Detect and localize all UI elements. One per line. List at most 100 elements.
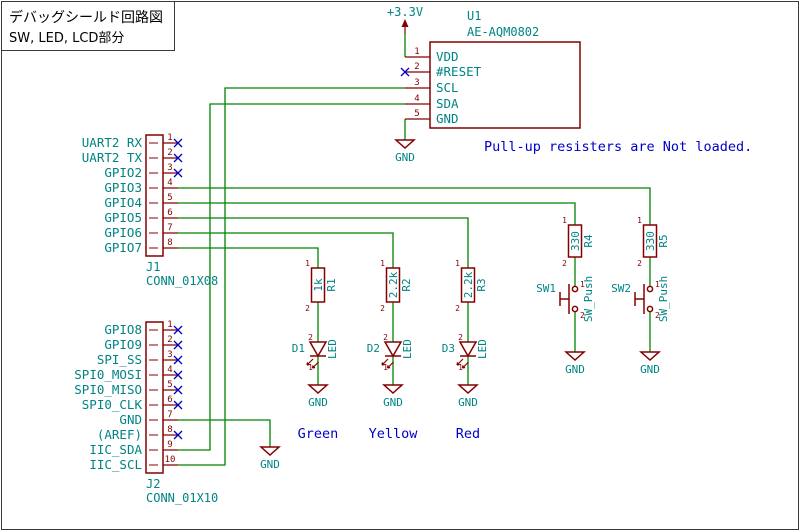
pin-number: 2 — [458, 333, 463, 342]
switch-sw2: SW2 SW_Push 1 2 — [611, 276, 670, 322]
pin-number: 7 — [167, 410, 172, 420]
wire-j2-gnd — [178, 419, 271, 447]
resistor-body — [460, 267, 476, 303]
gnd-triangle — [639, 351, 661, 362]
gnd-triangle — [382, 384, 404, 395]
pin-number: 1 — [305, 259, 310, 268]
pin-number: 1 — [383, 363, 388, 372]
resistor-value: 330 — [569, 231, 582, 251]
pin-number: 2 — [455, 304, 460, 313]
gnd-symbol-j2: GND — [259, 446, 281, 471]
no-connect-icon — [173, 400, 183, 410]
pin-number: 2 — [580, 311, 585, 320]
no-connect-icon — [173, 385, 183, 395]
resistor-value: 330 — [644, 231, 657, 251]
gnd-label: GND — [308, 396, 328, 409]
switch-sw1: SW1 SW_Push 1 2 — [536, 276, 595, 322]
net-label: GPIO3 — [104, 180, 142, 195]
gnd-label: GND — [395, 151, 415, 164]
pin-number: 1 — [455, 259, 460, 268]
pin-number: 2 — [414, 62, 419, 72]
pin-number: 2 — [562, 259, 567, 268]
net-label: GPIO9 — [104, 337, 142, 352]
note-text: Pull-up resisters are Not loaded. — [484, 139, 752, 155]
led-color-label: Yellow — [369, 426, 419, 442]
resistor-body — [567, 224, 583, 258]
j2-pin-ticks — [149, 329, 158, 466]
gnd-symbol-d3: GND — [457, 384, 479, 409]
switch-reference: SW2 — [611, 282, 631, 295]
resistor-value: 2.2k — [387, 271, 400, 298]
pin-number: 1 — [655, 280, 660, 289]
pin-number: 1 — [308, 363, 313, 372]
gnd-label: GND — [458, 396, 478, 409]
pin-number: 4 — [167, 365, 172, 375]
no-connect-icon — [173, 325, 183, 335]
led-d1: D1 LED 2 1 — [292, 333, 339, 372]
u1-pin-name-reset: #RESET — [436, 64, 482, 79]
pin-number: 3 — [167, 163, 172, 173]
j2-value: CONN_01X10 — [146, 491, 218, 505]
j1-pin-stubs — [163, 142, 178, 249]
pin-number: 10 — [165, 455, 176, 465]
gnd-label: GND — [640, 363, 660, 376]
net-label: IIC_SDA — [89, 442, 142, 457]
u1-pin-name-scl: SCL — [436, 80, 459, 95]
j1-reference: J1 — [146, 260, 160, 274]
resistor-body — [385, 267, 401, 303]
no-connect-icon — [173, 138, 183, 148]
led-light-arrows — [381, 358, 394, 369]
switch-contact — [571, 305, 579, 313]
gnd-label: GND — [565, 363, 585, 376]
pin-number: 2 — [637, 259, 642, 268]
led-color-label: Red — [456, 426, 480, 442]
wires — [178, 34, 651, 466]
led-color-label: Green — [298, 426, 339, 442]
pin-number: 1 — [167, 320, 172, 330]
wire-sda — [178, 103, 405, 451]
u1-pin-name-gnd: GND — [436, 111, 459, 126]
gnd-symbol-d1: GND — [307, 384, 329, 409]
u1-pin-stubs — [405, 56, 430, 120]
pin-number: 2 — [655, 311, 660, 320]
net-label: SPI_SS — [97, 352, 142, 367]
no-connect-icon — [173, 168, 183, 178]
wire-gpio4 — [178, 202, 576, 225]
led-value: LED — [326, 339, 339, 359]
led-d2: D2 LED 2 1 — [367, 333, 414, 372]
power-label: +3.3V — [387, 5, 423, 19]
led-value: LED — [401, 339, 414, 359]
switch-value: SW_Push — [657, 276, 670, 322]
u1-value: AE-AQM0802 — [467, 25, 539, 39]
wire-gpio7 — [178, 247, 319, 268]
gnd-triangle — [307, 384, 329, 395]
net-label: GPIO7 — [104, 240, 142, 255]
net-label: IIC_SCL — [89, 457, 142, 472]
wire-gpio3 — [178, 187, 651, 225]
pin-number: 1 — [458, 363, 463, 372]
j1-value: CONN_01X08 — [146, 274, 218, 288]
switch-value: SW_Push — [582, 276, 595, 322]
net-label: (AREF) — [97, 427, 142, 442]
pin-number: 4 — [414, 94, 419, 104]
led-light-arrows — [306, 358, 319, 369]
u1-reference: U1 — [467, 9, 481, 23]
switch-contact — [646, 305, 654, 313]
resistor-reference: R1 — [325, 278, 338, 291]
no-connect-icon — [173, 153, 183, 163]
gnd-symbol-sw2: GND — [639, 351, 661, 376]
power-3v3-symbol: +3.3V — [387, 5, 423, 34]
pin-number: 2 — [380, 304, 385, 313]
gnd-label: GND — [383, 396, 403, 409]
net-label: GND — [119, 412, 142, 427]
pin-number: 5 — [167, 193, 172, 203]
no-connect-icon — [173, 430, 183, 440]
gnd-triangle — [259, 446, 281, 457]
no-connect-icon — [173, 355, 183, 365]
resistor-reference: R3 — [475, 278, 488, 291]
pin-number: 1 — [414, 47, 419, 57]
pin-number: 6 — [167, 208, 172, 218]
